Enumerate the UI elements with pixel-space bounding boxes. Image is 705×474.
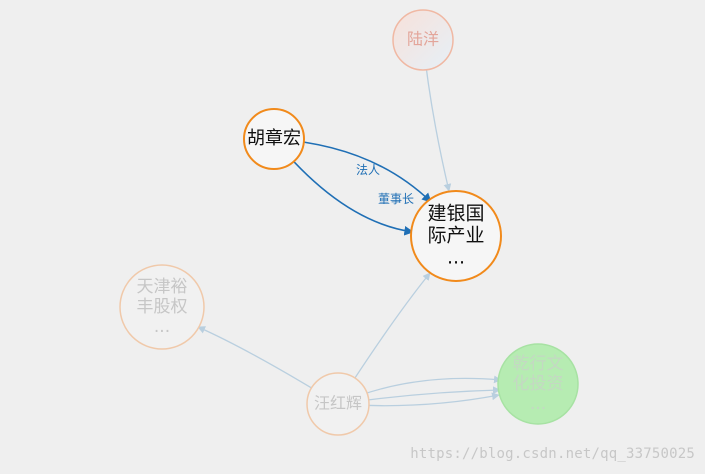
edge-label-0: 法人 bbox=[356, 163, 380, 177]
node-circle-qianxing[interactable] bbox=[497, 343, 579, 425]
node-label-luyang-line-0: 陆洋 bbox=[407, 30, 439, 49]
node-label-wanghonghui-line-0: 汪红辉 bbox=[314, 394, 362, 413]
node-label-qianxing-line-2: ... bbox=[530, 394, 546, 414]
node-jianyin[interactable]: 建银国际产业... bbox=[410, 190, 502, 282]
node-label-tianjin-line-1: 丰股权 bbox=[137, 297, 188, 317]
node-qianxing[interactable]: 乾行文化投资... bbox=[497, 343, 579, 425]
node-label-qianxing-line-0: 乾行文 bbox=[513, 354, 564, 374]
node-circle-huzhanghong[interactable] bbox=[243, 108, 305, 170]
node-circle-tianjin[interactable] bbox=[119, 264, 205, 350]
edge-label-1: 董事长 bbox=[378, 192, 414, 206]
node-circle-jianyin[interactable] bbox=[410, 190, 502, 282]
node-luyang[interactable]: 陆洋 bbox=[392, 9, 454, 71]
watermark-url: https://blog.csdn.net/qq_33750025 bbox=[410, 446, 695, 462]
node-circle-luyang[interactable] bbox=[392, 9, 454, 71]
node-label-jianyin-line-1: 际产业 bbox=[427, 225, 484, 247]
node-label-tianjin-line-2: ... bbox=[154, 317, 170, 337]
nodes-layer: 陆洋胡章宏建银国际产业...天津裕丰股权...汪红辉乾行文化投资... bbox=[119, 9, 579, 436]
node-circle-wanghonghui[interactable] bbox=[306, 372, 370, 436]
node-label-jianyin-line-0: 建银国 bbox=[427, 203, 484, 225]
node-label-qianxing-line-1: 化投资 bbox=[513, 374, 564, 394]
node-label-huzhanghong-line-0: 胡章宏 bbox=[247, 128, 301, 149]
node-label-tianjin-line-0: 天津裕 bbox=[137, 277, 188, 297]
node-label-jianyin-line-2: ... bbox=[447, 247, 465, 269]
node-wanghonghui[interactable]: 汪红辉 bbox=[306, 372, 370, 436]
node-huzhanghong[interactable]: 胡章宏 bbox=[243, 108, 305, 170]
node-tianjin[interactable]: 天津裕丰股权... bbox=[119, 264, 205, 350]
